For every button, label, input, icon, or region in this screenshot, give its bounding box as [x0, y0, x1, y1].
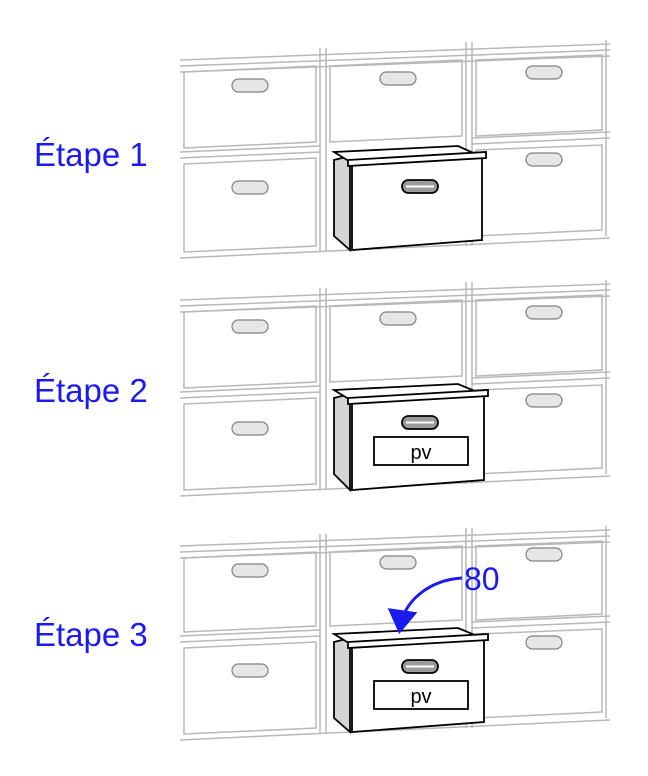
drawer-r2c1: [183, 157, 317, 253]
step-3-label: Étape 3: [34, 616, 148, 653]
drawer-r1c2: [329, 59, 463, 143]
oval-handle-icon: [379, 311, 417, 326]
curved-arrow-icon: [387, 576, 463, 634]
drawer-r1c1: [183, 305, 317, 389]
pv-tag-box: [373, 436, 469, 466]
step-3-closed-handles: [231, 547, 563, 678]
oval-handle-icon: [231, 319, 269, 334]
oval-handle-icon: [231, 180, 269, 195]
step-3-open-drawer: [331, 627, 489, 734]
drawer-r2c1: [183, 397, 317, 491]
oval-handle-icon: [231, 78, 269, 93]
step-2-cabinet: [179, 280, 611, 497]
step-2-label: Étape 2: [34, 372, 148, 409]
drawer-r1c3: [475, 54, 603, 137]
oval-handle-icon: [525, 65, 563, 80]
step-1-open-drawer: [331, 145, 487, 252]
drawer-r1c1: [183, 551, 317, 633]
drawer-r1c2: [329, 299, 463, 383]
drawer-r1c1: [183, 65, 317, 149]
step-2-closed-handles: [231, 305, 563, 436]
drawer-r2c1: [183, 641, 317, 735]
drawer-r1c2: [329, 545, 463, 627]
oval-handle-icon: [379, 555, 417, 570]
oval-handle-icon: [379, 71, 417, 86]
oval-handle-icon: [525, 152, 563, 167]
step-1-closed-handles: [231, 65, 563, 195]
drawer-r1c3: [475, 294, 603, 377]
oval-handle-icon: [525, 393, 563, 408]
step-1-cabinet: [179, 40, 611, 259]
step-2-pv-tag: pv: [410, 442, 431, 464]
oval-handle-icon: [231, 421, 269, 436]
callout-80: 80: [464, 561, 500, 597]
step-2-open-drawer: [331, 383, 489, 493]
oval-handle-icon: [231, 563, 269, 578]
oval-handle-icon: [525, 635, 563, 650]
step-1-label: Étape 1: [34, 136, 148, 173]
pv-tag-box: [373, 680, 469, 710]
drawer-r1c3: [475, 540, 603, 621]
oval-handle-icon: [525, 305, 563, 320]
oval-handle-icon: [525, 547, 563, 562]
step-3-pv-tag: pv: [410, 686, 431, 708]
oval-handle-icon: [231, 663, 269, 678]
